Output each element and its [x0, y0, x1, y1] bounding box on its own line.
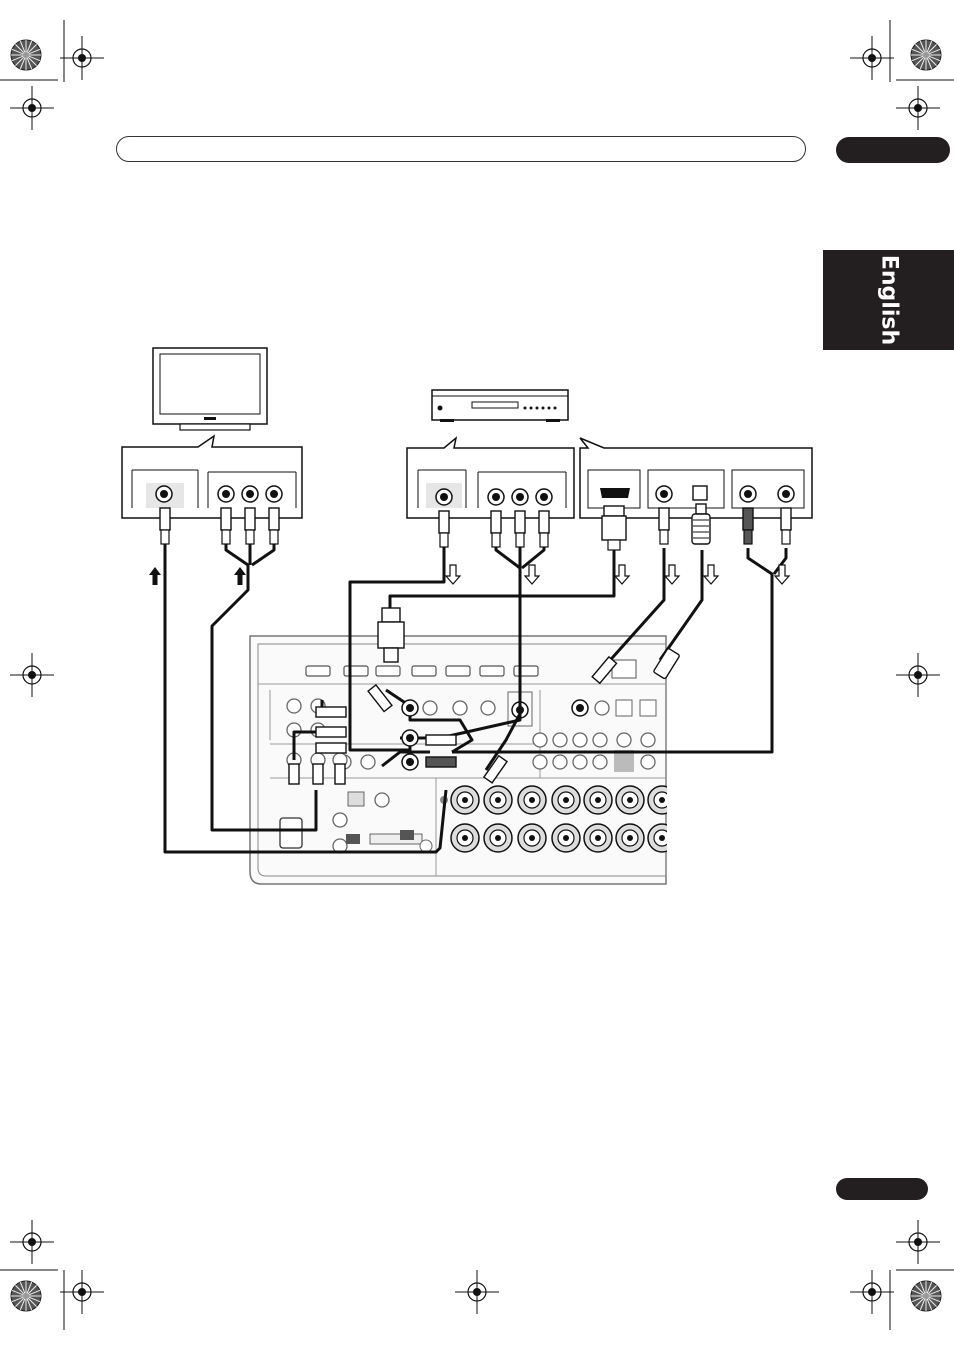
- down-arrow-icon: [446, 565, 460, 584]
- red-rca-plug: [743, 508, 753, 544]
- tv-terminal-panel: [122, 436, 302, 518]
- registration-mark-icon: [10, 1220, 54, 1264]
- receiver-rear-panel: [250, 636, 676, 884]
- player-analog-panel: [407, 438, 574, 518]
- down-arrow-icon: [615, 565, 629, 584]
- tv-illustration: [153, 348, 267, 430]
- down-arrow-icon: [665, 565, 679, 584]
- player-illustration: [432, 390, 568, 422]
- registration-mark-icon: [850, 36, 894, 80]
- registration-mark-icon: [10, 653, 54, 697]
- registration-mark-icon: [10, 86, 54, 130]
- color-wheel-icon: [11, 1281, 41, 1311]
- up-arrow-icon: [149, 567, 161, 585]
- down-arrow-icon: [525, 565, 539, 584]
- registration-mark-icon: [896, 1220, 940, 1264]
- up-arrow-icon: [234, 567, 246, 585]
- registration-mark-icon: [455, 1270, 499, 1314]
- rca-plugs-monitor-out: [289, 764, 345, 784]
- registration-mark-icon: [896, 653, 940, 697]
- color-wheel-icon: [911, 40, 941, 70]
- registration-mark-icon: [60, 36, 104, 80]
- hdmi-plug-source: [602, 506, 626, 550]
- color-wheel-icon: [11, 40, 41, 70]
- registration-mark-icon: [850, 1270, 894, 1314]
- color-wheel-icon: [911, 1281, 941, 1311]
- down-arrow-icon: [704, 565, 718, 584]
- registration-mark-icon: [60, 1270, 104, 1314]
- registration-mark-icon: [896, 86, 940, 130]
